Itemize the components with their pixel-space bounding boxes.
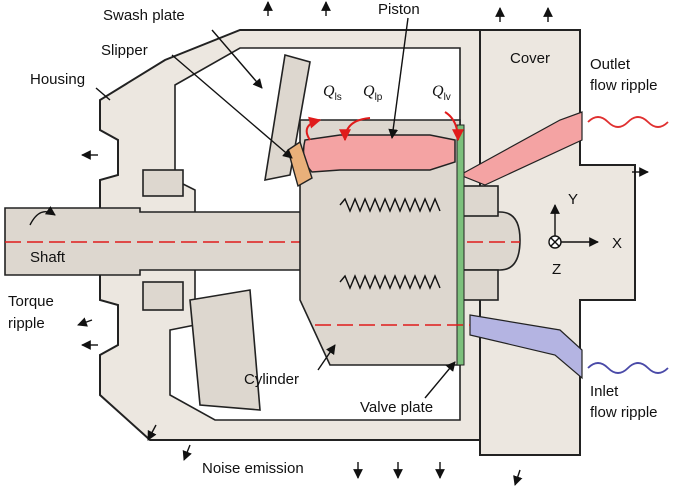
label-noise-emission: Noise emission <box>202 460 304 477</box>
noise-arrow <box>182 444 192 461</box>
outlet-ripple-wave <box>587 116 669 128</box>
leak-arrow-ls <box>305 116 322 141</box>
spring-top <box>339 197 441 213</box>
valve-plate <box>456 124 465 366</box>
spring-bottom <box>339 274 441 290</box>
leader-slipper <box>171 54 293 159</box>
leader-swash-plate <box>211 29 263 89</box>
axis-label-y: Y <box>568 191 578 208</box>
noise-arrow <box>513 469 523 486</box>
label-torque-line2: ripple <box>8 315 45 332</box>
piston-body <box>302 134 456 173</box>
rear-bearing-bottom <box>459 269 499 301</box>
label-housing: Housing <box>30 71 85 88</box>
label-slipper: Slipper <box>101 42 148 59</box>
noise-arrow <box>77 317 93 327</box>
label-cylinder: Cylinder <box>244 371 299 388</box>
label-q-ls: Qls <box>323 83 342 103</box>
inlet-port <box>469 314 583 380</box>
cylinder-block <box>299 119 461 366</box>
slipper-part <box>287 140 313 188</box>
front-bearing-top <box>142 169 184 197</box>
axis-label-x: X <box>612 235 622 252</box>
outlet-port <box>458 111 583 186</box>
leader-cylinder <box>317 344 336 371</box>
label-shaft: Shaft <box>30 249 66 266</box>
swash-plate-lower <box>189 289 261 411</box>
label-outlet-line1: Outlet <box>590 56 631 73</box>
leak-arrow-lv <box>444 111 464 142</box>
label-cover: Cover <box>510 50 550 67</box>
label-q-lp: Qlp <box>363 83 383 103</box>
rear-bearing-top <box>459 185 499 217</box>
label-inlet-line1: Inlet <box>590 383 619 400</box>
leader-valve-plate <box>424 361 456 399</box>
torque-rotation-arrow <box>29 206 56 226</box>
leader-housing <box>95 87 111 101</box>
swash-plate <box>264 53 311 182</box>
coordinate-axes <box>548 204 599 249</box>
label-piston: Piston <box>378 1 420 18</box>
label-inlet-line2: flow ripple <box>590 404 658 421</box>
axis-label-z: Z <box>552 261 561 278</box>
label-valve-plate: Valve plate <box>360 399 433 416</box>
front-bearing-bottom <box>142 281 184 311</box>
noise-arrow <box>147 424 157 441</box>
leak-arrow-lp <box>339 117 371 142</box>
inlet-ripple-wave <box>587 362 669 374</box>
leader-piston <box>388 17 409 139</box>
label-outlet-line2: flow ripple <box>590 77 658 94</box>
label-swash-plate: Swash plate <box>103 7 185 24</box>
label-torque-line1: Torque <box>8 293 54 310</box>
label-q-lv: Qlv <box>432 83 451 103</box>
